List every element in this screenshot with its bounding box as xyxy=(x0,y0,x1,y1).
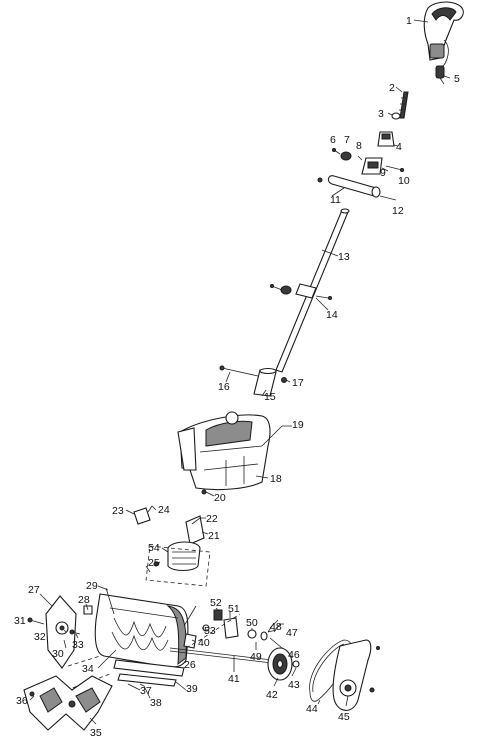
callout-48: 48 xyxy=(270,621,282,633)
part-26-housing xyxy=(94,593,189,668)
callout-40: 40 xyxy=(198,637,210,649)
callout-4: 4 xyxy=(396,141,402,153)
callout-38: 38 xyxy=(150,697,162,709)
part-54-motor xyxy=(167,541,201,572)
auger-housing xyxy=(27,587,197,701)
callout-9: 9 xyxy=(380,167,386,179)
callout-6: 6 xyxy=(330,134,336,146)
callout-1: 1 xyxy=(406,15,412,27)
callout-49: 49 xyxy=(250,651,262,663)
part-41-axle xyxy=(169,647,273,661)
callout-42: 42 xyxy=(266,689,278,701)
callout-47: 47 xyxy=(286,627,298,639)
part-2-threaded-rod xyxy=(399,91,409,119)
motor-assembly xyxy=(133,507,211,587)
part-7-knob xyxy=(340,151,352,161)
shaft-assembly xyxy=(219,208,350,397)
callout-labels: 1 2 3 4 5 6 7 8 9 10 11 12 13 14 15 16 1… xyxy=(14,15,460,739)
callout-25: 25 xyxy=(148,557,160,569)
part-51-part xyxy=(223,617,239,639)
callout-3: 3 xyxy=(378,108,384,120)
callout-12: 12 xyxy=(392,205,404,217)
callout-7: 7 xyxy=(344,134,350,146)
callout-36: 36 xyxy=(16,695,28,707)
callout-43: 43 xyxy=(288,679,300,691)
callout-2: 2 xyxy=(389,82,395,94)
part-21-bracket xyxy=(185,515,205,545)
part-45-pulley-cover xyxy=(332,639,372,711)
callout-21: 21 xyxy=(208,530,220,542)
callout-34: 34 xyxy=(82,663,94,675)
paddle-assembly xyxy=(23,675,113,731)
callout-18: 18 xyxy=(270,473,282,485)
callout-35: 35 xyxy=(90,727,102,739)
part-23-part xyxy=(133,507,151,525)
callout-54: 54 xyxy=(148,542,160,554)
callout-24: 24 xyxy=(158,504,170,516)
callout-28: 28 xyxy=(78,594,90,606)
callout-39: 39 xyxy=(186,683,198,695)
callout-27: 27 xyxy=(28,584,40,596)
callout-15: 15 xyxy=(264,391,276,403)
callout-13: 13 xyxy=(338,251,350,263)
callout-29: 29 xyxy=(86,580,98,592)
chute-housing xyxy=(177,411,271,495)
handle-assembly xyxy=(317,1,464,201)
callout-26: 26 xyxy=(184,659,196,671)
callout-52: 52 xyxy=(210,597,222,609)
callout-11: 11 xyxy=(330,194,341,206)
callout-30: 30 xyxy=(52,648,64,660)
drive-assembly xyxy=(169,609,380,711)
callout-32: 32 xyxy=(34,631,46,643)
part-34-auger xyxy=(113,617,167,638)
leader-lines xyxy=(29,19,451,725)
callout-45: 45 xyxy=(338,711,350,723)
callout-16: 16 xyxy=(218,381,230,393)
callout-5: 5 xyxy=(454,73,460,85)
callout-22: 22 xyxy=(206,513,218,525)
callout-37: 37 xyxy=(140,685,152,697)
callout-33: 33 xyxy=(72,639,84,651)
callout-53: 53 xyxy=(204,625,216,637)
callout-46: 46 xyxy=(288,649,300,661)
callout-41: 41 xyxy=(228,673,240,685)
callout-10: 10 xyxy=(398,175,410,187)
callout-14: 14 xyxy=(326,309,338,321)
part-3-nut xyxy=(391,112,401,120)
callout-44: 44 xyxy=(306,703,318,715)
callout-23: 23 xyxy=(112,505,124,517)
callout-19: 19 xyxy=(292,419,304,431)
part-39-scraper xyxy=(113,659,185,677)
callout-17: 17 xyxy=(292,377,304,389)
part-14-clamp xyxy=(280,285,292,295)
callout-20: 20 xyxy=(214,492,226,504)
callout-31: 31 xyxy=(14,615,26,627)
callout-8: 8 xyxy=(356,140,362,152)
callout-51: 51 xyxy=(228,603,240,615)
callout-50: 50 xyxy=(246,617,258,629)
